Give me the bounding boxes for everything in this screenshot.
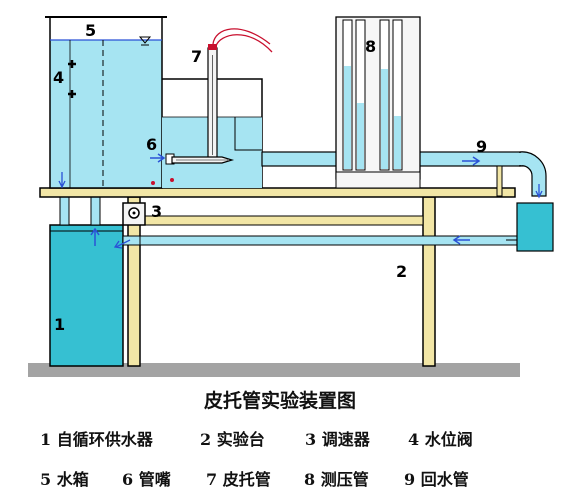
right-support-post [496, 165, 503, 197]
water-level-marker [138, 36, 152, 46]
up-arrow [90, 227, 100, 246]
table-leg-right [422, 196, 436, 367]
flow-arrow-right [462, 156, 481, 166]
ground [28, 363, 520, 377]
label-9: 9 [476, 137, 487, 156]
nozzle-red-dot-2 [170, 178, 174, 182]
legend-item: 3 调速器 [305, 430, 370, 449]
regulator-knob-center [132, 211, 136, 215]
legend-item: 5 水箱 [40, 470, 89, 489]
pitot-tube-cap [208, 44, 217, 50]
legend-item: 2 实验台 [200, 430, 265, 449]
piezometer-base [335, 171, 421, 189]
piezometer-tube-2 [355, 19, 366, 171]
return-arrow-in [113, 239, 131, 249]
legend-item: 6 管嘴 [122, 470, 171, 489]
figure-title: 皮托管实验装置图 [203, 390, 356, 412]
table-lower-beam [139, 215, 424, 226]
pitot-connection-hose-1 [212, 28, 271, 45]
piezometer-tubes [342, 19, 403, 171]
riser-pipe-right [90, 196, 101, 226]
return-arrow-left [452, 235, 470, 245]
piezometer-water-2 [357, 103, 364, 169]
label-4: 4 [53, 68, 64, 87]
supply-reservoir [49, 224, 124, 367]
test-section-step [234, 117, 262, 151]
water-tank-water [50, 40, 162, 188]
return-pipe-bend [519, 151, 547, 197]
legend-row-1: 1 自循环供水器 2 实验台 3 调速器 4 水位阀 [40, 426, 560, 450]
collecting-tank [516, 202, 554, 252]
legend-item: 1 自循环供水器 [40, 430, 153, 449]
piezometer-tube-4 [392, 19, 403, 171]
pitot-connection-hose-2 [215, 34, 273, 53]
inflow-arrow [150, 153, 166, 163]
legend-item: 9 回水管 [404, 470, 469, 489]
legend-row-2: 5 水箱 6 管嘴 7 皮托管 8 测压管 9 回水管 [40, 466, 560, 490]
legend-item: 7 皮托管 [206, 470, 271, 489]
label-7: 7 [191, 47, 202, 66]
label-2: 2 [396, 262, 407, 281]
nozzle-red-dot-1 [151, 181, 155, 185]
label-5: 5 [85, 21, 96, 40]
piezometer-water-4 [394, 116, 401, 169]
label-1: 1 [54, 315, 65, 334]
legend-item: 8 测压管 [304, 470, 369, 489]
water-level-valve-lower [68, 90, 76, 98]
table-top [39, 187, 516, 198]
label-8: 8 [365, 37, 376, 56]
legend-item: 4 水位阀 [408, 430, 473, 449]
return-pipe-to-reservoir [122, 235, 141, 246]
return-arrow-down [535, 184, 543, 199]
tank-bottom-arrow [58, 172, 66, 189]
return-pipe-bend-cover [515, 153, 523, 165]
riser-pipe-left [59, 196, 70, 226]
piezometer-water-1 [344, 66, 351, 169]
piezometer-water-3 [381, 69, 388, 169]
label-6: 6 [146, 135, 157, 154]
water-level-valve-upper [68, 60, 76, 68]
label-3: 3 [151, 202, 162, 221]
